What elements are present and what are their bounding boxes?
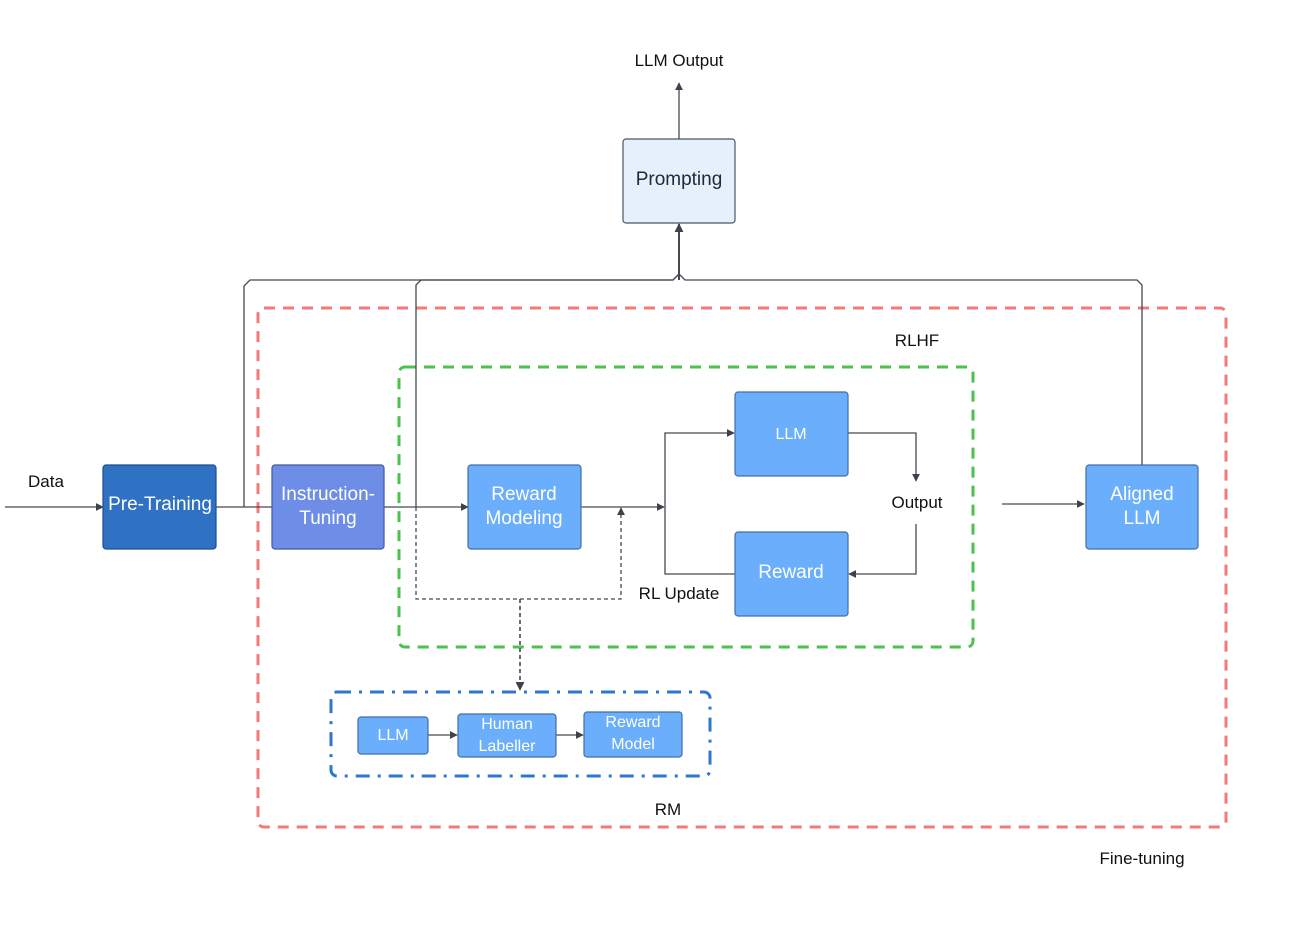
fine-tuning-group-border bbox=[256, 306, 1228, 829]
pre-training-label: Pre-Training bbox=[108, 494, 212, 515]
reward-model-label-line2: Model bbox=[611, 736, 655, 753]
human-labeller-box: Human Labeller bbox=[457, 713, 557, 758]
instruction-tuning-box: Instruction- Tuning bbox=[271, 464, 385, 550]
aligned-llm-label-line2: LLM bbox=[1124, 508, 1161, 529]
rm-label: RM bbox=[655, 800, 681, 819]
instruction-tuning-label-line2: Tuning bbox=[299, 508, 356, 529]
llm-to-output-arrow bbox=[848, 432, 920, 482]
pre-training-box: Pre-Training bbox=[102, 464, 217, 550]
human-feedback-dashed-line bbox=[415, 507, 625, 600]
instruction-tuning-label-line1: Instruction- bbox=[281, 484, 375, 505]
data-label: Data bbox=[28, 472, 64, 491]
instruction-to-prompting-line bbox=[415, 273, 680, 507]
rm-llm-box: LLM bbox=[357, 716, 429, 755]
output-to-reward-arrow bbox=[848, 524, 917, 578]
reward-box: Reward bbox=[734, 531, 849, 617]
prompting-box: Prompting bbox=[622, 138, 736, 224]
connectors bbox=[5, 82, 1143, 739]
llm-output-label: LLM Output bbox=[635, 51, 724, 70]
rl-split-to-llm-arrow bbox=[664, 429, 735, 507]
reward-to-rl-split-line bbox=[664, 507, 735, 575]
rm-group-border bbox=[329, 690, 712, 778]
rlhf-label: RLHF bbox=[895, 331, 939, 350]
human-labeller-label-line2: Labeller bbox=[479, 738, 537, 755]
aligned-llm-label-line1: Aligned bbox=[1110, 484, 1173, 505]
rl-llm-box: LLM bbox=[734, 391, 849, 477]
reward-modeling-box: Reward Modeling bbox=[467, 464, 582, 550]
fine-tuning-label: Fine-tuning bbox=[1099, 849, 1184, 868]
rl-llm-label: LLM bbox=[775, 426, 806, 443]
reward-model-label-line1: Reward bbox=[605, 714, 660, 731]
reward-modeling-label-line2: Modeling bbox=[485, 508, 562, 529]
human-labeller-label-line1: Human bbox=[481, 716, 533, 733]
prompting-label: Prompting bbox=[636, 169, 723, 190]
rm-llm-label: LLM bbox=[377, 727, 408, 744]
reward-label: Reward bbox=[758, 562, 823, 583]
output-label: Output bbox=[891, 493, 942, 512]
rlhf-group-border bbox=[397, 365, 975, 649]
reward-model-box: Reward Model bbox=[583, 711, 683, 758]
aligned-llm-box: Aligned LLM bbox=[1085, 464, 1199, 550]
reward-modeling-label-line1: Reward bbox=[491, 484, 556, 505]
rl-update-label: RL Update bbox=[639, 584, 720, 603]
aligned-llm-to-prompting-line bbox=[678, 273, 1143, 465]
